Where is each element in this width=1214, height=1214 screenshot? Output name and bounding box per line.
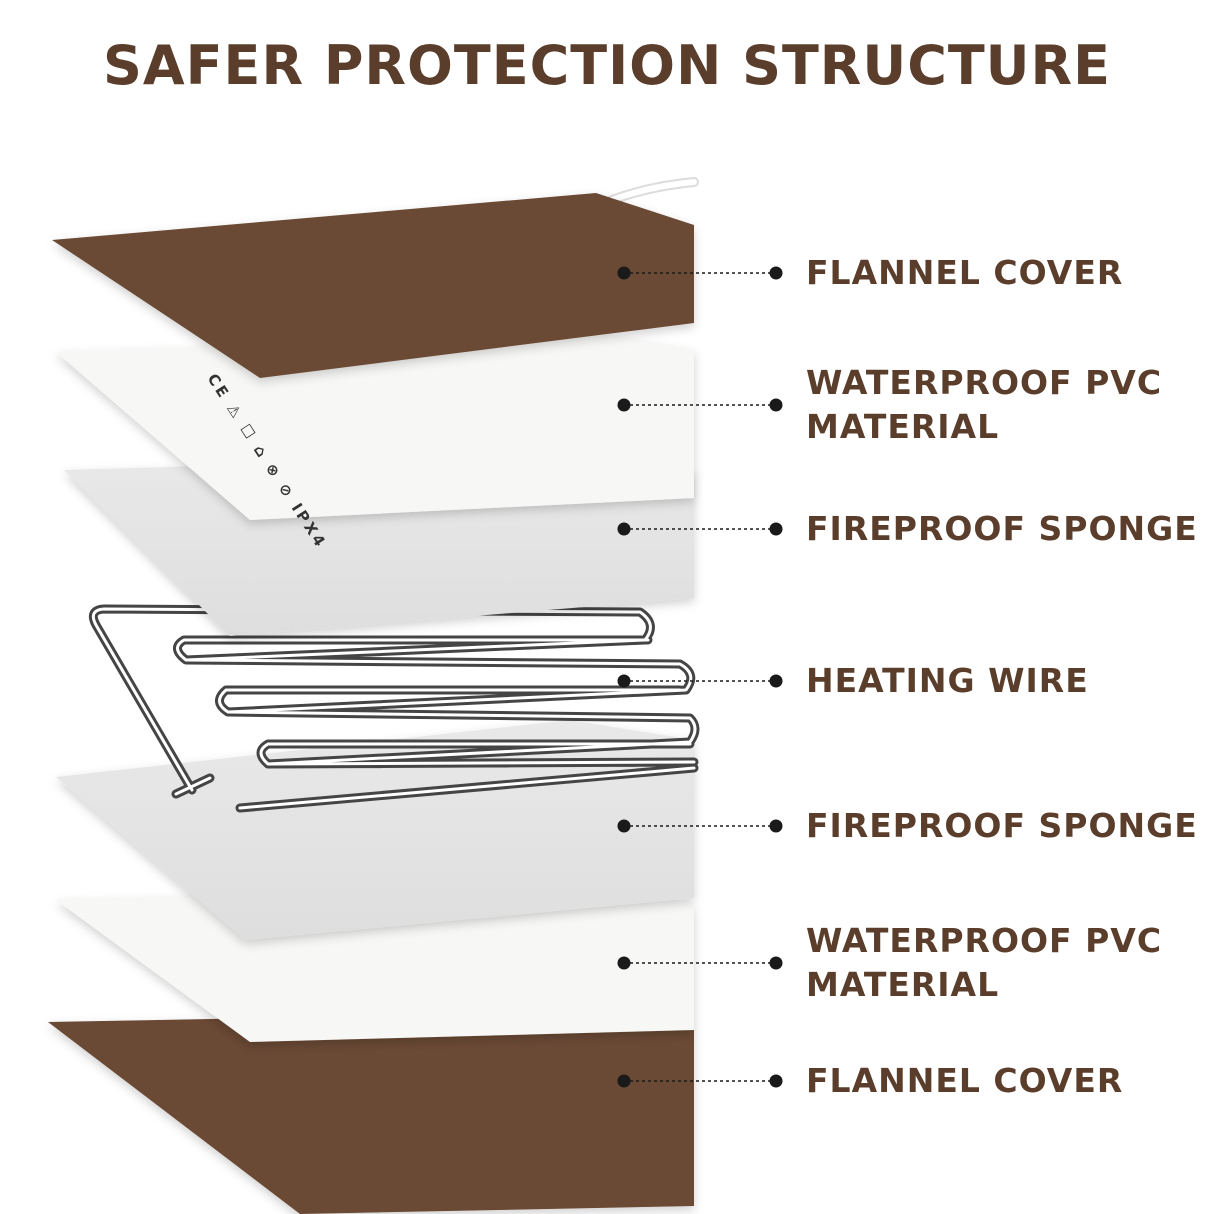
leader-fireproof-sponge-top [617,522,783,536]
heating-wire-layer [88,604,700,813]
label-text-line: FIREPROOF SPONGE [806,806,1198,845]
leader-start-dot [617,674,631,688]
label-fireproof-sponge-bottom: FIREPROOF SPONGE [806,804,1198,848]
label-flannel-cover-bottom: FLANNEL COVER [806,1059,1123,1103]
leader-start-dot [617,1074,631,1088]
label-text-line: FLANNEL COVER [806,1061,1124,1100]
leader-end-dot [769,398,783,412]
leader-end-dot [769,266,783,280]
leader-flannel-cover-bottom [617,1074,783,1088]
label-text-line: MATERIAL [806,965,1000,1004]
leader-start-dot [617,956,631,970]
leader-waterproof-pvc-bottom [617,956,783,970]
label-flannel-cover-top: FLANNEL COVER [806,251,1123,295]
leader-end-dot [769,522,783,536]
waterproof-pvc-bottom-layer [56,888,694,1042]
leader-end-dot [769,819,783,833]
leader-heating-wire [617,674,783,688]
leader-fireproof-sponge-bottom [617,819,783,833]
label-text-line: HEATING WIRE [806,661,1089,700]
label-waterproof-pvc-bottom: WATERPROOF PVC MATERIAL [806,919,1162,1007]
label-fireproof-sponge-top: FIREPROOF SPONGE [806,507,1198,551]
label-text-line: FLANNEL COVER [806,253,1124,292]
leader-start-dot [617,819,631,833]
waterproof-pvc-top-layer [56,335,694,520]
label-heating-wire: HEATING WIRE [806,659,1089,703]
flannel-cover-bottom-layer [48,1012,694,1214]
label-text-line: WATERPROOF PVC [806,363,1163,402]
label-text-line: FIREPROOF SPONGE [806,509,1198,548]
label-waterproof-pvc-top: WATERPROOF PVC MATERIAL [806,361,1162,449]
label-text-line: WATERPROOF PVC [806,921,1163,960]
leader-end-dot [769,1074,783,1088]
leader-start-dot [617,522,631,536]
flannel-cover-top-layer [52,193,694,378]
leader-end-dot [769,674,783,688]
page-title: SAFER PROTECTION STRUCTURE [102,34,1112,97]
leader-lines [617,266,783,1088]
leader-end-dot [769,956,783,970]
leader-waterproof-pvc-top [617,398,783,412]
label-text-line: MATERIAL [806,407,1000,446]
leader-start-dot [617,266,631,280]
leader-start-dot [617,398,631,412]
leader-flannel-cover-top [617,266,783,280]
fireproof-sponge-bottom-layer [56,720,694,940]
